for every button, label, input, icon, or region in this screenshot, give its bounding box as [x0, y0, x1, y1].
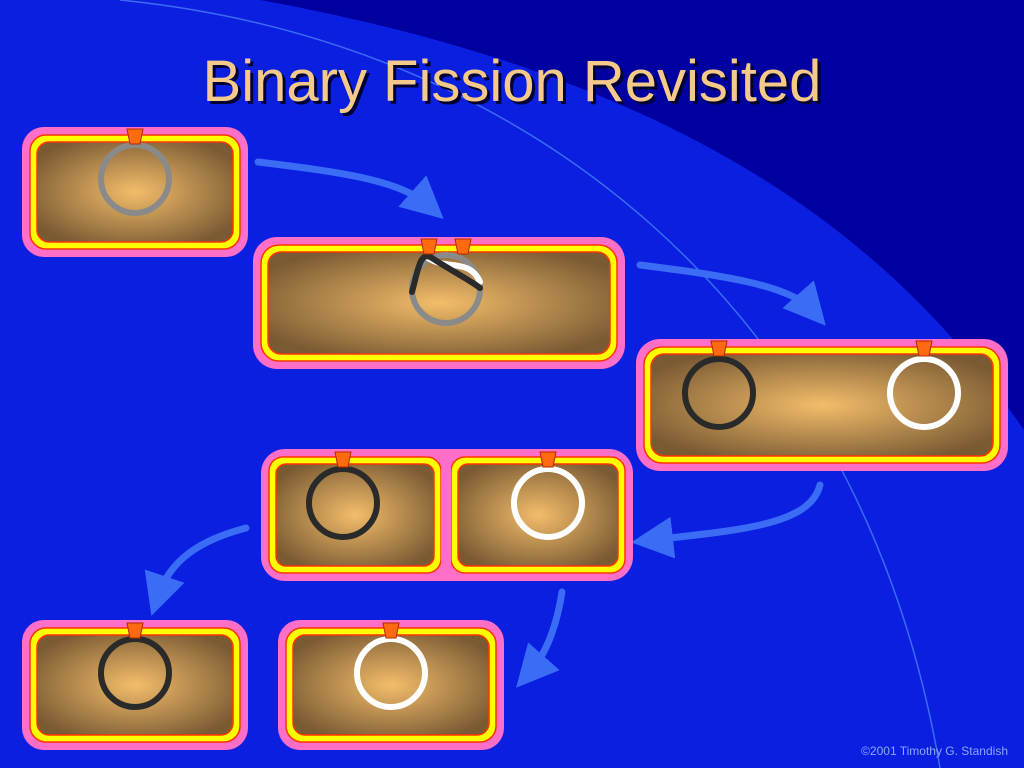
chromosome-dark	[682, 356, 756, 430]
arrow-stage1-to-stage2	[254, 158, 444, 219]
origin-marker-right	[915, 340, 933, 357]
chromosome-white	[511, 466, 585, 540]
copyright-footer: ©2001 Timothy G. Standish	[861, 744, 1008, 758]
arrow-stage4-to-left-daughter	[144, 524, 250, 616]
replication-fork-dark	[409, 253, 483, 295]
chromosome-dark	[98, 636, 172, 710]
daughter-cell-right	[278, 620, 504, 750]
origin-marker-left	[710, 340, 728, 357]
background-dark-region	[260, 0, 1024, 430]
cell-stage-4-septum	[261, 449, 633, 581]
arrow-stage2-to-stage3	[636, 261, 826, 326]
chromosome-white	[887, 356, 961, 430]
daughter-cell-left	[22, 620, 248, 750]
chromosome-white	[354, 636, 428, 710]
background-arc-line	[119, 0, 941, 768]
arrow-stage4-to-right-daughter	[516, 588, 566, 688]
origin-marker-left	[420, 238, 438, 255]
arrow-stage3-to-stage4	[631, 481, 824, 559]
origin-marker	[126, 622, 144, 639]
slide-title: Binary Fission Revisited	[202, 49, 822, 114]
origin-marker-right	[454, 238, 472, 255]
origin-marker	[126, 128, 144, 145]
cell-stage-2	[253, 237, 625, 369]
origin-marker-left	[334, 451, 352, 468]
flow-arrows	[144, 158, 826, 688]
septum	[441, 457, 451, 573]
chromosome-original	[98, 142, 172, 216]
origin-marker	[382, 622, 400, 639]
cell-stage-1	[22, 127, 248, 257]
chromosome-dark	[306, 466, 380, 540]
cell-stage-3	[636, 339, 1008, 471]
origin-marker-right	[539, 451, 557, 468]
